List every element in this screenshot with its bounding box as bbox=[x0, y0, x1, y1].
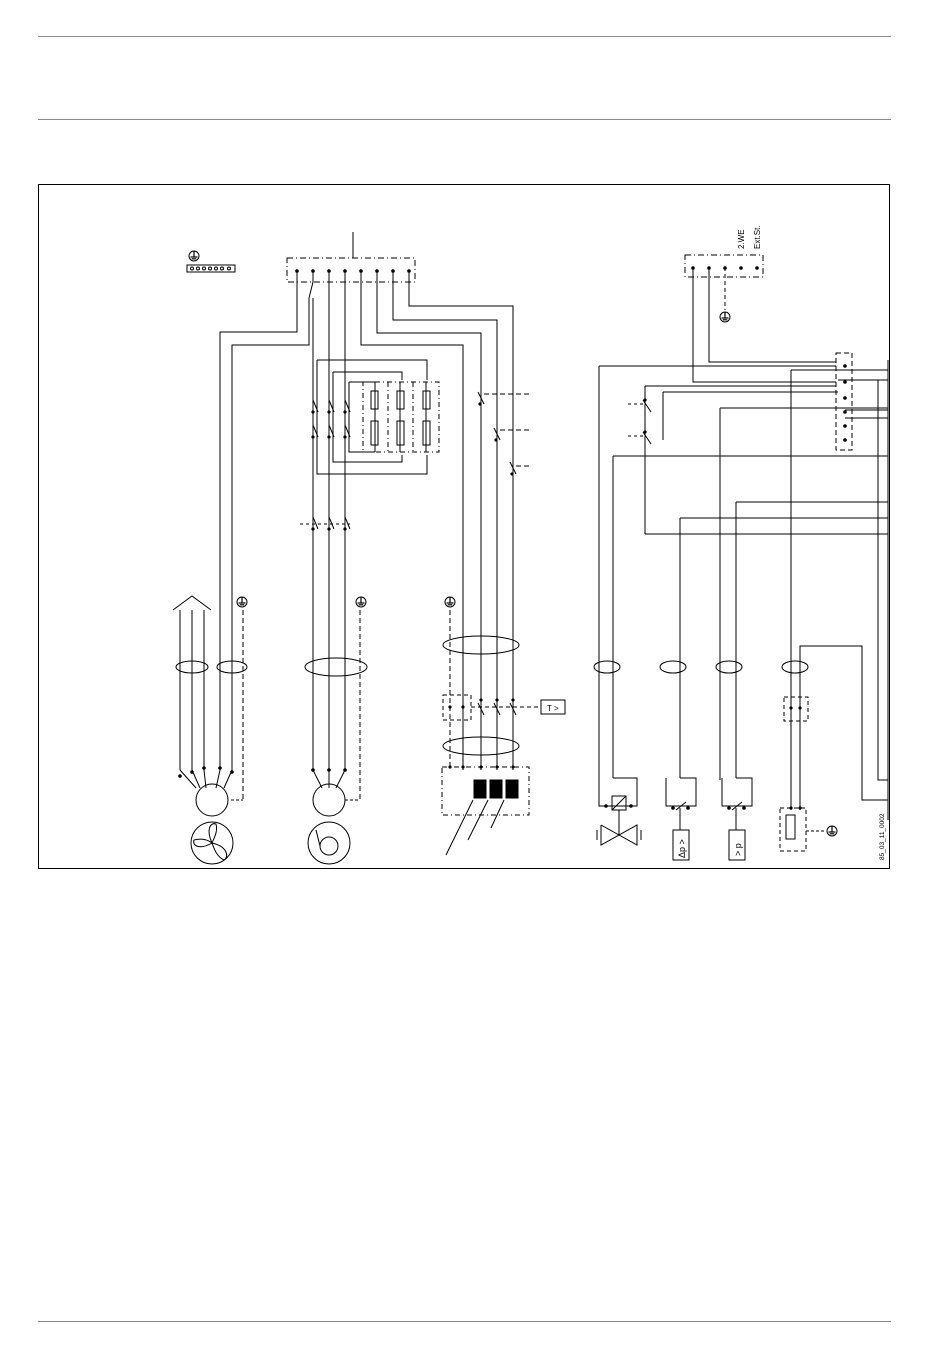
heater-ground-icon bbox=[445, 597, 455, 607]
compressor-cable bbox=[305, 610, 367, 800]
fan-cable bbox=[173, 596, 247, 800]
drawing-id: 85_03_11_0002 bbox=[879, 813, 886, 860]
label-pressure-switch: > p bbox=[733, 843, 743, 856]
right-terminal-block bbox=[599, 353, 888, 810]
main-terminal-strip bbox=[287, 232, 415, 282]
ground-bar bbox=[187, 251, 235, 272]
control-ground-icon bbox=[720, 312, 730, 322]
fan-motor-icon bbox=[191, 784, 233, 864]
control-cables bbox=[594, 661, 808, 721]
label-temperature-limiter: T > bbox=[547, 704, 559, 713]
compressor-ground-icon bbox=[356, 597, 366, 607]
fan-ground-icon bbox=[237, 597, 247, 607]
temperature-sensor-icon bbox=[780, 808, 825, 851]
control-terminal-strip bbox=[685, 255, 836, 382]
control-contacts bbox=[478, 392, 530, 474]
solenoid-valve-icon bbox=[597, 778, 641, 845]
sensor-ground-icon bbox=[827, 826, 837, 836]
main-wiring bbox=[220, 271, 513, 770]
heater-contactor-block bbox=[300, 360, 439, 529]
label-second-heat-generator: 2.WE bbox=[737, 229, 746, 249]
heater-section bbox=[442, 610, 565, 855]
label-differential-pressure-switch: Δp > bbox=[677, 839, 687, 858]
compressor-motor-icon bbox=[308, 784, 350, 864]
label-external-control: Ext.St. bbox=[753, 225, 762, 249]
